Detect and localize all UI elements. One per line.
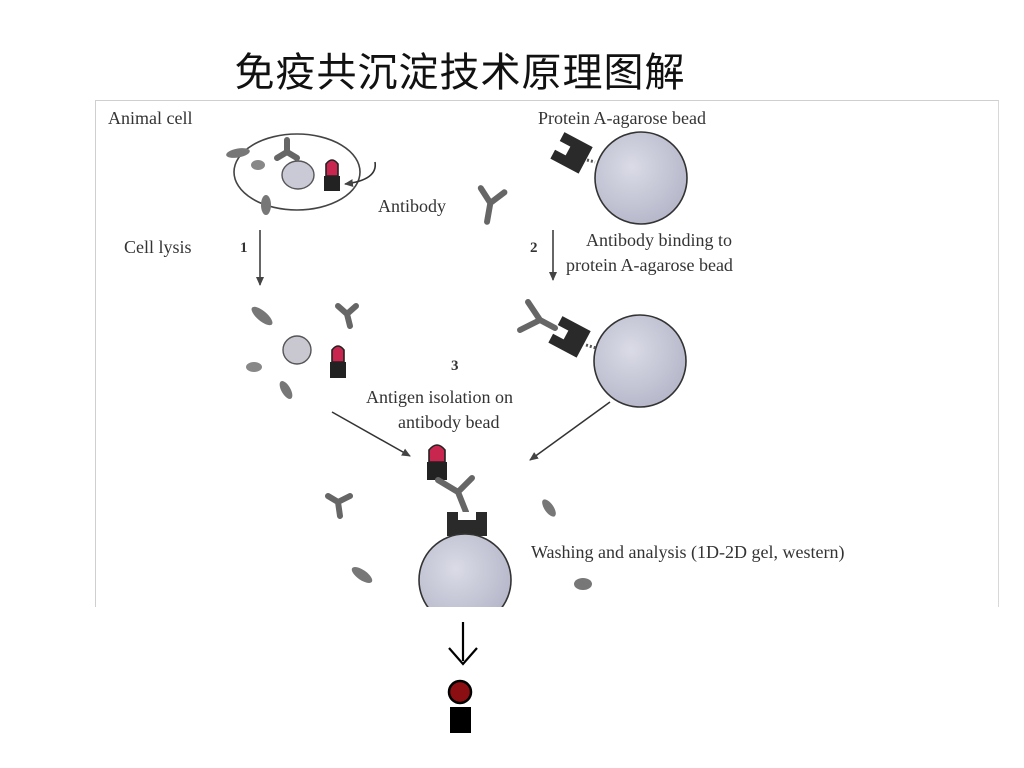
- cell-small-body: [251, 160, 265, 170]
- captured-antibody: [435, 475, 475, 515]
- agarose-bead-bound: [593, 314, 687, 408]
- antibody-bound-bead: [517, 299, 687, 408]
- step-1-number: 1: [240, 240, 248, 256]
- step-3-arrow-right: [529, 401, 611, 461]
- eluted-antigen: [447, 679, 473, 733]
- page-title: 免疫共沉淀技术原理图解: [234, 50, 686, 96]
- step-3-number: 3: [451, 358, 459, 374]
- antigen-isolation-label-line2: antibody bead: [398, 412, 499, 432]
- cell-debris-oval: [226, 148, 250, 158]
- cell-arrow: [344, 161, 376, 188]
- protein-a-block-complex: [447, 512, 487, 536]
- step-3-arrow-left: [331, 411, 411, 457]
- antibody-free: [477, 185, 508, 225]
- cell-y-protein: [274, 137, 300, 161]
- lysate-small-body: [246, 362, 262, 372]
- bound-antibody: [517, 299, 558, 333]
- step-2-number: 2: [530, 240, 538, 256]
- immunocomplex: [418, 444, 512, 627]
- captured-antigen: [427, 444, 447, 480]
- antibody-label: Antibody: [378, 196, 446, 216]
- lysate-debris-2: [279, 381, 293, 399]
- washed-debris: [325, 493, 592, 590]
- cell-lysis-label: Cell lysis: [124, 237, 192, 257]
- protein-a-bead-top: [550, 131, 688, 225]
- antibody-binding-label-line2: protein A-agarose bead: [566, 255, 733, 275]
- antibody-binding-label-line1: Antibody binding to: [586, 230, 732, 250]
- lysate-debris-1: [251, 306, 273, 326]
- antigen-isolation-label-line1: Antigen isolation on: [366, 387, 513, 407]
- nucleus: [281, 160, 315, 190]
- washed-debris-1: [542, 499, 556, 517]
- protein-a-block: [550, 132, 593, 174]
- agarose-bead: [594, 131, 688, 225]
- lysate-components: [246, 303, 359, 399]
- washed-debris-2: [351, 566, 373, 584]
- lysate-nucleus: [282, 335, 312, 365]
- washed-y-protein: [325, 493, 353, 519]
- washed-debris-3: [574, 578, 592, 590]
- lysate-y-protein: [335, 303, 359, 329]
- cell-debris-vertical: [261, 195, 271, 215]
- lysate-antigen-complex: [330, 345, 346, 378]
- animal-cell-label: Animal cell: [108, 108, 192, 128]
- animal-cell: [226, 133, 376, 215]
- protein-a-block-bound: [548, 316, 591, 358]
- washing-analysis-label: Washing and analysis (1D-2D gel, western…: [531, 542, 844, 563]
- elution-step: [447, 622, 478, 733]
- protein-a-bead-label: Protein A-agarose bead: [538, 108, 706, 128]
- cell-antigen-complex: [324, 159, 340, 191]
